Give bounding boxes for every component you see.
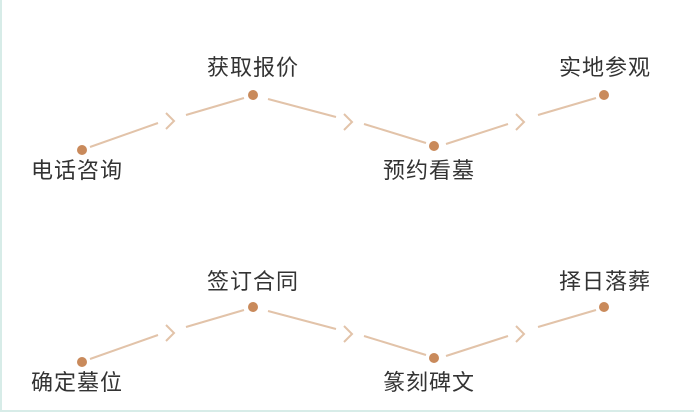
step-dot (248, 90, 258, 100)
step-dot (248, 302, 258, 312)
flow-2-connectors (77, 302, 609, 367)
connector-line (537, 309, 597, 328)
connector-line (89, 122, 159, 148)
chevron-right-icon (343, 113, 354, 131)
chevron-right-icon (165, 112, 176, 130)
connector-line (445, 335, 509, 357)
step-label: 签订合同 (207, 270, 300, 295)
bottom-frame-line (0, 410, 694, 412)
step-label: 实地参观 (559, 56, 652, 81)
connector-line (445, 123, 509, 145)
chevron-right-icon (515, 113, 526, 131)
connector-line (267, 98, 337, 118)
step-dot (77, 145, 87, 155)
step-dot (429, 353, 439, 363)
process-flow-1: 电话咨询 获取报价 预约看墓 实地参观 (0, 20, 694, 200)
left-frame-line (0, 0, 2, 412)
chevron-right-icon (343, 325, 354, 343)
step-dot (599, 90, 609, 100)
connector-line (363, 123, 427, 144)
chevron-right-icon (515, 325, 526, 343)
connector-line (185, 97, 245, 116)
flow-1-connectors (77, 90, 609, 155)
step-label: 获取报价 (207, 56, 300, 81)
connector-line (537, 97, 597, 116)
connector-line (267, 310, 337, 330)
connector-line (185, 309, 245, 328)
step-label: 篆刻碑文 (383, 371, 476, 396)
step-label: 预约看墓 (383, 159, 476, 184)
connector-line (89, 334, 159, 360)
process-flow-2: 确定墓位 签订合同 篆刻碑文 择日落葬 (0, 232, 694, 412)
step-label: 电话咨询 (31, 159, 124, 184)
chevron-right-icon (165, 324, 176, 342)
step-dot (77, 357, 87, 367)
step-dot (599, 302, 609, 312)
step-label: 确定墓位 (31, 371, 124, 396)
step-dot (429, 141, 439, 151)
connector-line (363, 335, 427, 356)
step-label: 择日落葬 (559, 270, 652, 295)
